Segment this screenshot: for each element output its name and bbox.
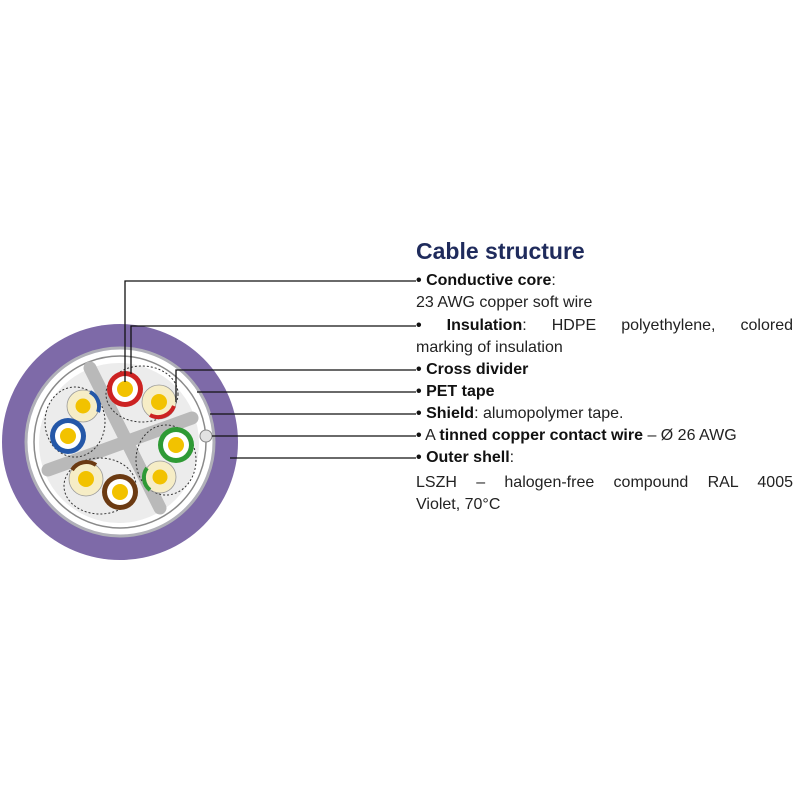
outer-shell-desc: LSZH – halogen-free compound RAL 4005: [416, 474, 793, 491]
bullet: •: [416, 449, 422, 466]
pair-orange-red: [107, 371, 177, 420]
bullet: •: [416, 405, 422, 422]
conductive-core-desc: 23 AWG copper soft wire: [416, 294, 593, 311]
pair-brown: [68, 460, 138, 510]
diagram-title: Cable structure: [416, 238, 585, 264]
contact-wire-prefix: A: [425, 427, 440, 444]
term-shield: Shield: [426, 405, 475, 422]
label-outer-shell: • Outer shell: LSZH – halogen-free compo…: [416, 447, 793, 516]
insulation-text: : HDPE polyethylene, colored: [522, 317, 793, 334]
term-insulation: Insulation: [446, 317, 523, 334]
term-contact-wire: tinned copper contact wire: [439, 427, 643, 444]
label-cross-divider: • Cross divider: [416, 359, 793, 381]
contact-wire: [199, 429, 213, 443]
bullet: •: [416, 427, 422, 444]
conductive-core-text: :: [551, 272, 556, 289]
term-pet-tape: PET tape: [426, 383, 495, 400]
bullet: •: [416, 383, 422, 400]
term-conductive-core: Conductive core: [426, 272, 552, 289]
pair-blue: [50, 389, 102, 454]
outer-shell-desc-2: Violet, 70°C: [416, 496, 501, 513]
label-insulation: • Insulation: HDPE polyethylene, colored…: [416, 315, 793, 359]
bullet: •: [416, 361, 422, 378]
bullet: •: [416, 317, 422, 334]
shield-text: : alumopolymer tape.: [474, 405, 624, 422]
contact-wire-text: – Ø 26 AWG: [643, 427, 737, 444]
label-conductive-core: • Conductive core: 23 AWG copper soft wi…: [416, 270, 793, 314]
insulation-desc: marking of insulation: [416, 339, 563, 356]
pair-green: [141, 427, 194, 494]
bullet: •: [416, 272, 422, 289]
term-outer-shell: Outer shell: [426, 449, 510, 466]
term-cross-divider: Cross divider: [426, 361, 529, 378]
leader-lines: [124, 280, 416, 459]
label-contact-wire: • A tinned copper contact wire – Ø 26 AW…: [416, 425, 793, 447]
outer-shell-text: :: [509, 449, 515, 466]
label-shield: • Shield: alumopolymer tape.: [416, 403, 793, 425]
label-pet-tape: • PET tape: [416, 381, 793, 403]
